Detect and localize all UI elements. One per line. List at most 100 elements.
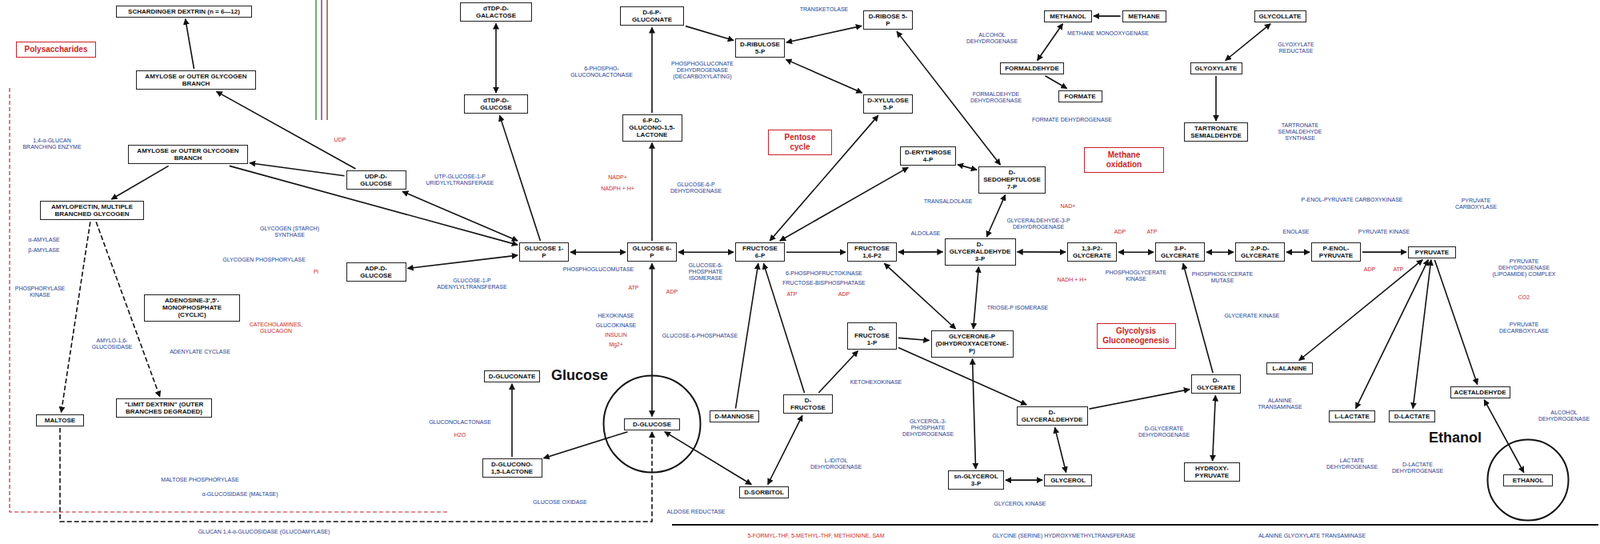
enzyme-label: GLYCERALDEHYDE-3-P DEHYDROGENASE [1005, 217, 1072, 231]
compound-box: GLUCOSE 1-P [519, 242, 569, 262]
enzyme-label: ALCOHOL DEHYDROGENASE [1536, 409, 1592, 423]
enzyme-label: GLYCOGEN (STARCH) SYNTHASE [256, 225, 323, 239]
enzyme-label: TRANSKETOLASE [799, 6, 850, 13]
reaction-arrow [570, 251, 626, 253]
compound-name: AMYLOSE or OUTER GLYCOGEN BRANCH [132, 147, 244, 162]
compound-name: PYRUVATE [1412, 248, 1452, 256]
enzyme-label: PYRUVATE KINASE [1357, 228, 1411, 236]
cofactor-label: ADP [665, 288, 679, 296]
compound-box: METHANOL [1044, 10, 1092, 23]
compound-box: 1,3-P2-GLYCERATE [1067, 242, 1117, 262]
compound-box: SCHARDINGER DEXTRIN (n = 6—12) [116, 5, 252, 18]
compound-name: "LIMIT DEXTRIN" (OUTER BRANCHES DEGRADED… [120, 400, 208, 416]
compound-name: ADP-D-GLUCOSE [350, 264, 403, 280]
reaction-arrow [785, 59, 862, 93]
enzyme-label: ALANINE TRANSAMINASE [1251, 397, 1309, 411]
reaction-arrow [972, 359, 976, 469]
enzyme-label: PHOSPHOGLUCOMUTASE [562, 266, 636, 273]
reaction-arrow [229, 165, 518, 245]
reaction-arrow [1286, 251, 1310, 253]
pathway-title-box: Polysaccharides [16, 41, 96, 58]
reaction-arrow [818, 351, 858, 393]
enzyme-label: PYRUVATE CARBOXYLASE [1447, 197, 1505, 211]
compound-box: sn-GLYCEROL 3-P [948, 470, 1004, 490]
enzyme-label: MALTOSE PHOSPHORYLASE [160, 476, 240, 484]
compound-name: D-SORBITOL [743, 488, 785, 496]
enzyme-label: GLUCAN 1,4-α-GLUCOSIDASE (GLUCOAMYLASE) [197, 528, 332, 536]
reaction-arrow [986, 195, 1005, 237]
compound-name: FORMATE [1062, 92, 1099, 100]
reaction-arrow [1484, 400, 1524, 473]
compound-name: METHANOL [1048, 12, 1088, 20]
enzyme-label: ALANINE GLYOXYLATE TRANSAMINASE [1257, 532, 1367, 540]
compound-name: L-LACTATE [1332, 412, 1372, 420]
cofactor-label: ADP [837, 291, 851, 298]
enzyme-label: KETOHEXOKINASE [849, 379, 903, 386]
enzyme-label: PYRUVATE DEHYDROGENASE (LIPOAMIDE) COMPL… [1489, 258, 1560, 278]
compound-name: ADENOSINE-3',5'-MONOPHOSPHATE (CYCLIC) [148, 296, 236, 320]
compound-box: D-MANNOSE [709, 410, 760, 423]
compound-box: D-ERYTHROSE 4-P [900, 146, 956, 166]
enzyme-label: GLUCOSE-6-P DEHYDROGENASE [665, 181, 728, 195]
compound-name: dTDP-D-GLUCOSE [468, 96, 524, 112]
compound-box: MALTOSE [36, 414, 84, 427]
reaction-arrow [1017, 251, 1067, 253]
enzyme-label: ALCOHOL DEHYDROGENASE [963, 32, 1021, 45]
compound-name: GLYCOLLATE [1258, 12, 1303, 20]
region-outline [9, 88, 448, 512]
compound-box: GLYCERONE-P (DIHYDROXYACETONE-P) [931, 330, 1014, 358]
compound-box: FORMALDEHYDE [1000, 62, 1064, 75]
compound-name: 6-P-D-GLUCONO-1,5-LACTONE [626, 116, 679, 140]
reaction-arrow [511, 384, 513, 457]
compound-box: UDP-D-GLUCOSE [346, 170, 407, 190]
compound-name: D-ERYTHROSE 4-P [904, 148, 952, 164]
cofactor-label: NADH + H+ [1056, 276, 1088, 284]
compound-box: AMYLOPECTIN, MULTIPLE BRANCHED GLYCOGEN [40, 200, 144, 220]
compound-box: D-6-P-GLUCONATE [620, 6, 684, 26]
enzyme-label: β-AMYLASE [27, 247, 60, 254]
enzyme-label: 6-PHOSPHOFRUCTOKINASE [784, 270, 864, 277]
compound-name: D-XYLULOSE 5-P [867, 96, 909, 112]
pathway-name: Pentose cycle [773, 132, 827, 152]
enzyme-label: HEXOKINASE [596, 312, 636, 320]
cofactor-label: ADP [1363, 266, 1376, 273]
compound-box: L-ALANINE [1266, 362, 1313, 375]
enzyme-label: GLUCOKINASE [595, 322, 638, 329]
reaction-arrow [1212, 395, 1216, 461]
compound-name: 3-P-GLYCERATE [1159, 244, 1201, 260]
compound-name: D-LACTATE [1392, 412, 1432, 420]
reaction-arrow [60, 428, 652, 522]
reaction-arrow [678, 251, 734, 253]
reaction-arrow [884, 263, 956, 329]
reaction-arrow [1215, 76, 1217, 121]
cofactor-label: Mg2+ [608, 341, 624, 348]
enzyme-label: P-ENOL-PYRUVATE CARBOXYKINASE [1300, 196, 1404, 204]
enzyme-label: GLYOXYLATE REDUCTASE [1263, 41, 1329, 55]
enzyme-label: GLYCOGEN PHOSPHORYLASE [221, 256, 307, 264]
compound-box: D-RIBULOSE 5-P [735, 38, 785, 58]
compound-name: D-GLUCOSE [628, 420, 676, 428]
compound-name: D-GLYCERALDEHYDE 3-P [948, 240, 1012, 264]
reaction-arrow [1434, 260, 1477, 385]
enzyme-label: AMYLO-1,6-GLUCOSIDASE [89, 337, 136, 351]
enzyme-label: PHOSPHOGLYCERATE MUTASE [1190, 271, 1255, 284]
compound-name: UDP-D-GLUCOSE [350, 172, 403, 188]
cofactor-label: H2O [453, 432, 467, 439]
cofactor-label: ADP [1113, 228, 1127, 236]
cofactor-label: ATP [785, 291, 798, 298]
reaction-arrow [402, 191, 518, 241]
enzyme-label: TRANSALDOLASE [923, 198, 974, 205]
cofactor-label: CATECHOLAMINES, GLUCAGON [247, 321, 305, 335]
compound-box: L-LACTATE [1328, 410, 1376, 423]
cofactor-label: INSULIN [604, 332, 628, 339]
cofactor-label: NADP+ [607, 174, 628, 181]
compound-box: D-GLUCOSE [624, 418, 680, 431]
reaction-arrow [1055, 427, 1067, 472]
compound-name: SCHARDINGER DEXTRIN (n = 6—12) [120, 8, 248, 16]
cofactor-label: ATP [1392, 266, 1404, 273]
compound-box: D-FRUCTOSE 1-P [847, 322, 897, 350]
enzyme-label: PHOSPHOGLUCONATE DEHYDROGENASE (DECARBOX… [669, 60, 736, 80]
enzyme-label: TRIOSE-P ISOMERASE [986, 304, 1050, 312]
compound-box: GLYOXYLATE [1190, 62, 1243, 75]
circle-outline [1488, 440, 1569, 521]
